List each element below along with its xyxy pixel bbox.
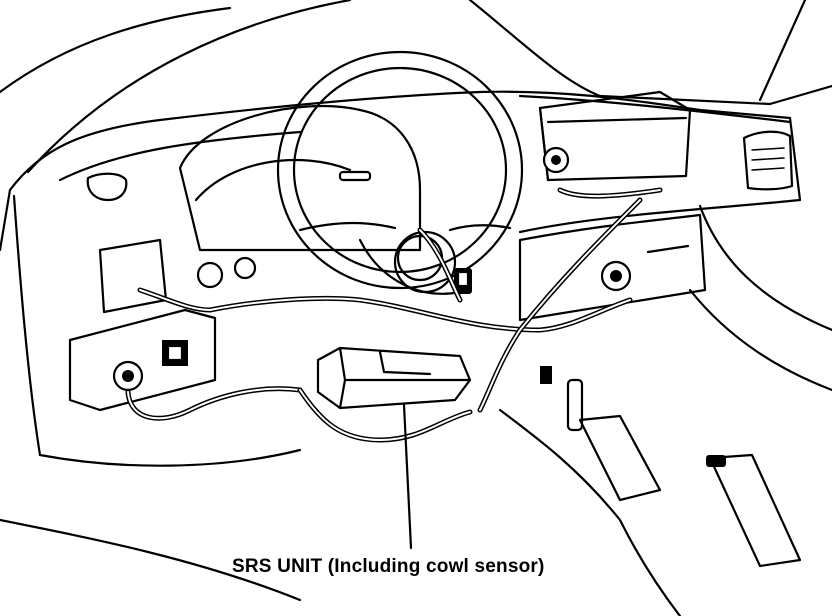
center-console-shifter [498, 366, 682, 616]
windshield-and-frame [0, 0, 832, 174]
instrument-cluster [178, 104, 422, 289]
glove-box [518, 213, 707, 322]
srs-unit [316, 346, 472, 410]
wire-harness [125, 187, 663, 443]
passenger-side-connector [600, 260, 632, 292]
dashboard-body [0, 90, 832, 602]
side-vent-left [86, 172, 128, 202]
passenger-airbag-module [538, 90, 692, 182]
driver-airbag-module [393, 230, 472, 294]
steering-wheel [276, 50, 524, 295]
center-vent-right [742, 130, 794, 191]
srs-unit-leader-line [402, 403, 413, 550]
srs-unit-label: SRS UNIT (Including cowl sensor) [232, 556, 545, 577]
lower-dash-panel [68, 238, 217, 412]
parking-brake [706, 453, 802, 568]
